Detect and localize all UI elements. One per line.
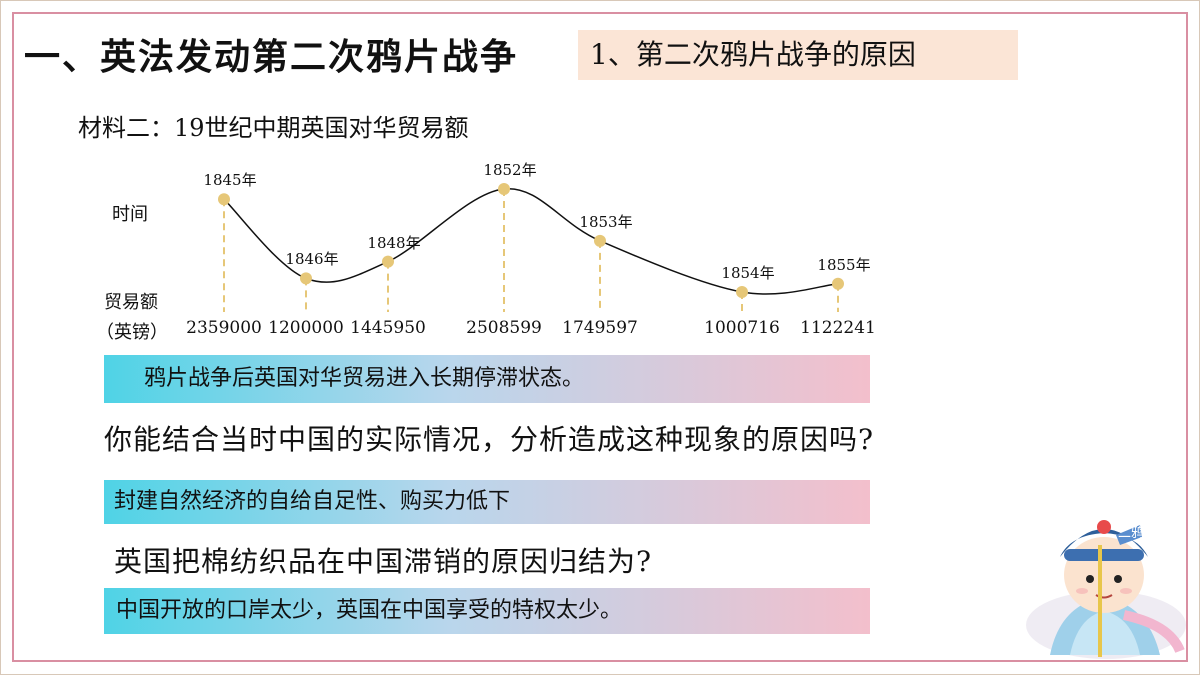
year-label: 1855年	[817, 255, 871, 274]
answer-box-stagnation: 鸦片战争后英国对华贸易进入长期停滞状态。	[104, 355, 870, 403]
data-point	[736, 286, 748, 298]
data-point	[498, 183, 510, 195]
year-label: 1845年	[203, 171, 257, 190]
data-point	[382, 255, 394, 268]
material-title: 材料二：19世纪中期英国对华贸易额	[78, 114, 469, 142]
time-row-label: 时间	[112, 204, 148, 225]
question-british-view: 英国把棉纺织品在中国滞销的原因归结为?	[114, 545, 653, 578]
data-point	[594, 234, 606, 247]
year-label: 1853年	[579, 212, 633, 231]
answer-text-economy: 封建自然经济的自给自足性、购买力低下	[114, 489, 511, 514]
section-subtitle: 1、第二次鸦片战争的原因	[578, 30, 1018, 80]
year-label: 1846年	[285, 250, 339, 269]
page-title: 一、英法发动第二次鸦片战争	[24, 36, 519, 78]
answer-box-ports: 中国开放的口岸太少，英国在中国享受的特权太少。	[104, 588, 870, 634]
trade-value-label: 1122241	[800, 318, 876, 338]
trade-value-label: 1000716	[704, 318, 780, 338]
trade-value-label: 1445950	[350, 318, 426, 338]
trade-row-label: 贸易额	[104, 292, 158, 313]
answer-text-ports: 中国开放的口岸太少，英国在中国享受的特权太少。	[116, 598, 623, 623]
qing-official-cartoon-icon: 二鸦	[1026, 520, 1186, 659]
data-point	[832, 277, 844, 290]
year-label: 1854年	[721, 264, 775, 282]
trade-unit-label: （英镑）	[96, 322, 168, 343]
year-label: 1848年	[367, 233, 421, 252]
slide-inner-frame	[12, 12, 1188, 662]
trade-value-label: 1749597	[562, 318, 638, 338]
trade-value-label: 2359000	[186, 318, 262, 338]
answer-text-stagnation: 鸦片战争后英国对华贸易进入长期停滞状态。	[144, 366, 585, 391]
mascot-badge-text: 二鸦	[1118, 525, 1144, 541]
trade-value-label: 1200000	[268, 318, 344, 338]
question-reason: 你能结合当时中国的实际情况，分析造成这种现象的原因吗?	[104, 423, 875, 456]
data-point	[218, 193, 230, 206]
data-point	[300, 272, 312, 285]
year-label: 1852年	[483, 161, 537, 179]
answer-box-economy: 封建自然经济的自给自足性、购买力低下	[104, 480, 870, 524]
trade-value-label: 2508599	[466, 318, 542, 338]
